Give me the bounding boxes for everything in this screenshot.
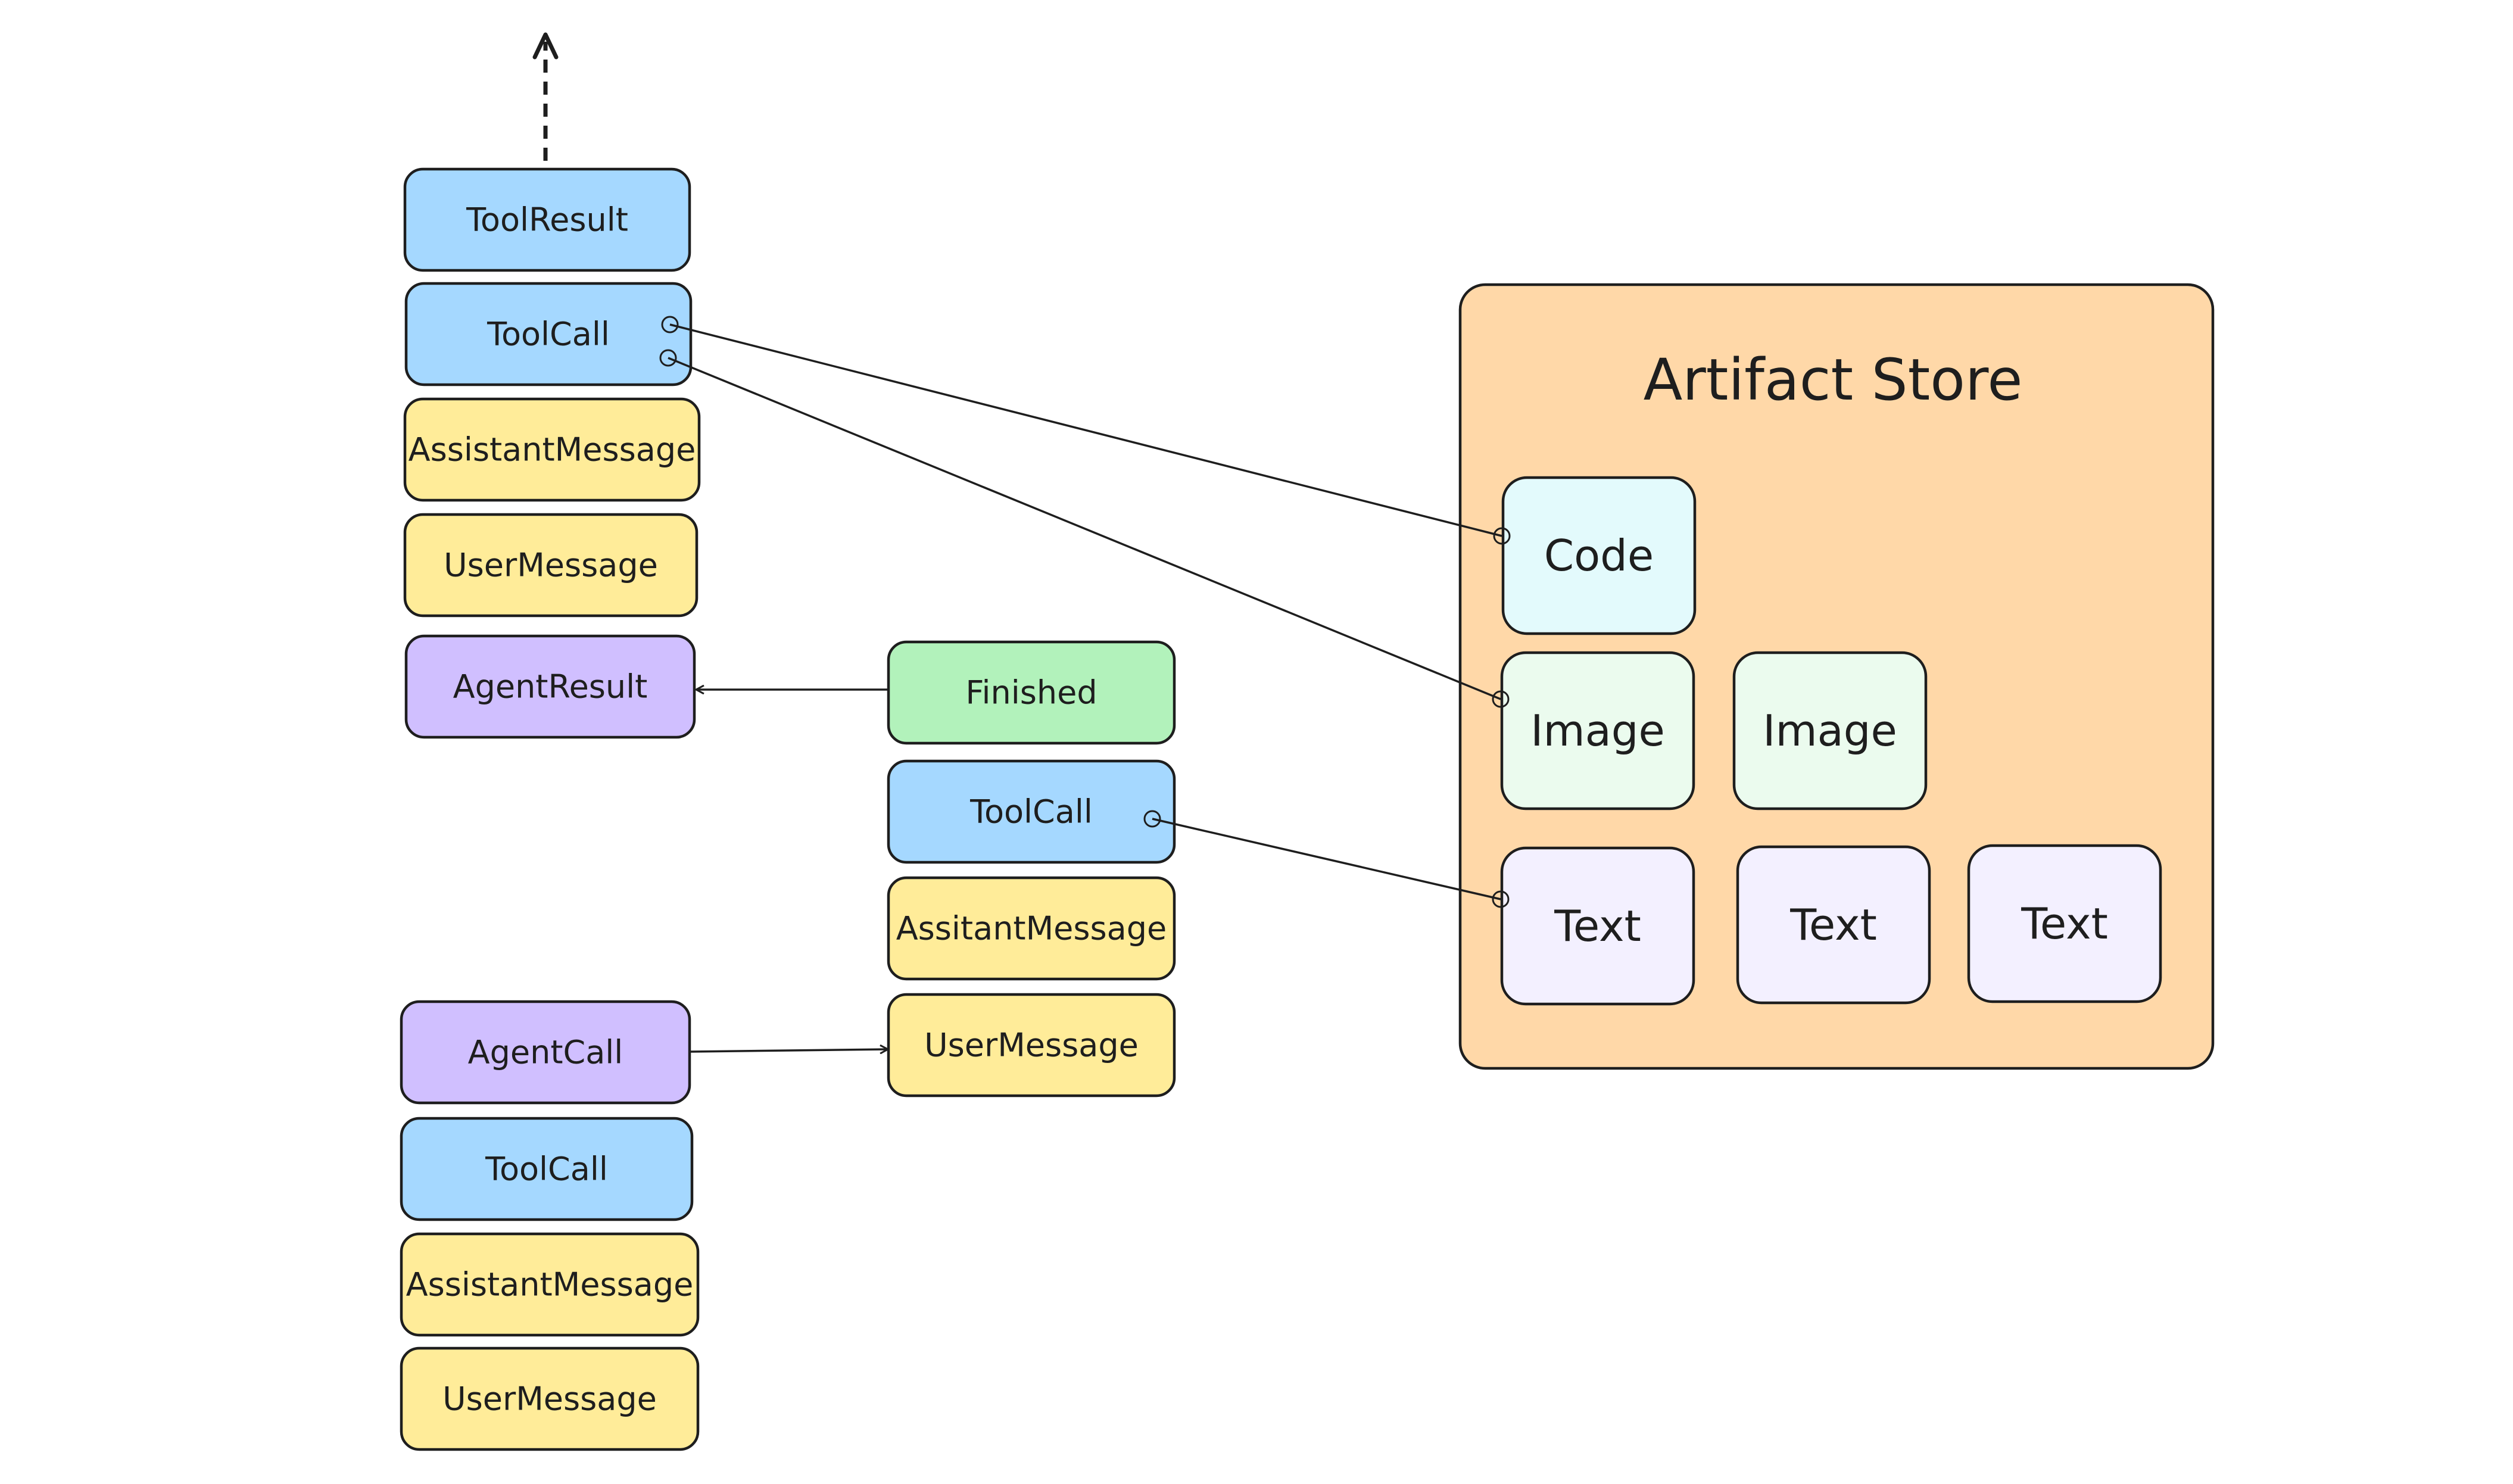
user-message-block[interactable]: UserMessage [400, 1346, 700, 1451]
artifact-code-label: Code [1544, 531, 1654, 581]
user-message-label: UserMessage [442, 1380, 657, 1418]
subagent-toolcall-to-text-connector [1152, 818, 1501, 900]
user-message-label: UserMessage [924, 1027, 1139, 1064]
assistant-message-label: AssistantMessage [409, 431, 696, 469]
connectors [659, 316, 1511, 1052]
artifact-image-label: Image [1763, 706, 1897, 756]
tool-call-block[interactable]: ToolCall [404, 282, 693, 386]
finished-block[interactable]: Finished [887, 640, 1176, 745]
tool-result-label: ToolResult [466, 201, 628, 239]
agent-call-block[interactable]: AgentCall [400, 1000, 691, 1105]
artifact-image[interactable]: Image [1500, 651, 1695, 810]
artifact-code[interactable]: Code [1501, 476, 1697, 635]
tool-call-label: ToolCall [969, 793, 1093, 831]
connector-endpoint-icon [1492, 890, 1510, 908]
assistant-message-block[interactable]: AssitantMessage [887, 876, 1176, 981]
assistant-message-label: AssistantMessage [406, 1266, 694, 1304]
tool-call-label: ToolCall [487, 316, 610, 353]
continuation-arrow [532, 32, 559, 161]
toolcall-to-image-connector [668, 357, 1501, 700]
user-message-block[interactable]: UserMessage [403, 513, 699, 618]
user-message-block[interactable]: UserMessage [887, 993, 1176, 1098]
user-message-label: UserMessage [444, 547, 658, 584]
agent-call-to-user-message-arrow [690, 1049, 887, 1052]
artifact-text[interactable]: Text [1500, 846, 1695, 1006]
agent-result-block[interactable]: AgentResult [404, 634, 696, 739]
connector-endpoint-icon [659, 349, 677, 367]
assistant-message-label: AssitantMessage [896, 910, 1167, 947]
agent-call-label: AgentCall [468, 1034, 623, 1071]
caller-stack: AgentCall ToolCall AssistantMessage User… [400, 1000, 700, 1451]
tool-call-block[interactable]: ToolCall [400, 1117, 694, 1221]
artifact-store: Artifact Store Code Image Image Text Tex… [1458, 283, 2215, 1070]
artifact-image-label: Image [1530, 706, 1665, 756]
connector-endpoint-icon [661, 316, 679, 333]
tool-call-label: ToolCall [485, 1151, 608, 1188]
artifact-text-label: Text [2021, 899, 2108, 949]
tool-call-block[interactable]: ToolCall [887, 759, 1176, 864]
artifact-store-title: Artifact Store [1644, 347, 2023, 413]
agent-result-label: AgentResult [453, 668, 648, 706]
artifact-text-label: Text [1554, 901, 1641, 951]
assistant-message-block[interactable]: AssistantMessage [400, 1232, 700, 1337]
connector-endpoint-icon [1143, 810, 1161, 828]
artifact-text[interactable]: Text [1967, 844, 2162, 1003]
artifact-text[interactable]: Text [1736, 845, 1931, 1005]
connector-endpoint-icon [1493, 527, 1511, 545]
toolcall-to-code-connector [669, 323, 1502, 537]
artifact-text-label: Text [1789, 900, 1877, 950]
connector-endpoint-icon [1492, 690, 1510, 708]
tool-result-block[interactable]: ToolResult [403, 167, 691, 272]
artifact-image[interactable]: Image [1732, 651, 1928, 810]
finished-label: Finished [965, 674, 1097, 712]
assistant-message-block[interactable]: AssistantMessage [403, 397, 701, 502]
main-agent-stack: ToolResult ToolCall AssistantMessage Use… [403, 167, 701, 739]
sub-agent-stack: Finished ToolCall AssitantMessage UserMe… [887, 640, 1176, 1098]
